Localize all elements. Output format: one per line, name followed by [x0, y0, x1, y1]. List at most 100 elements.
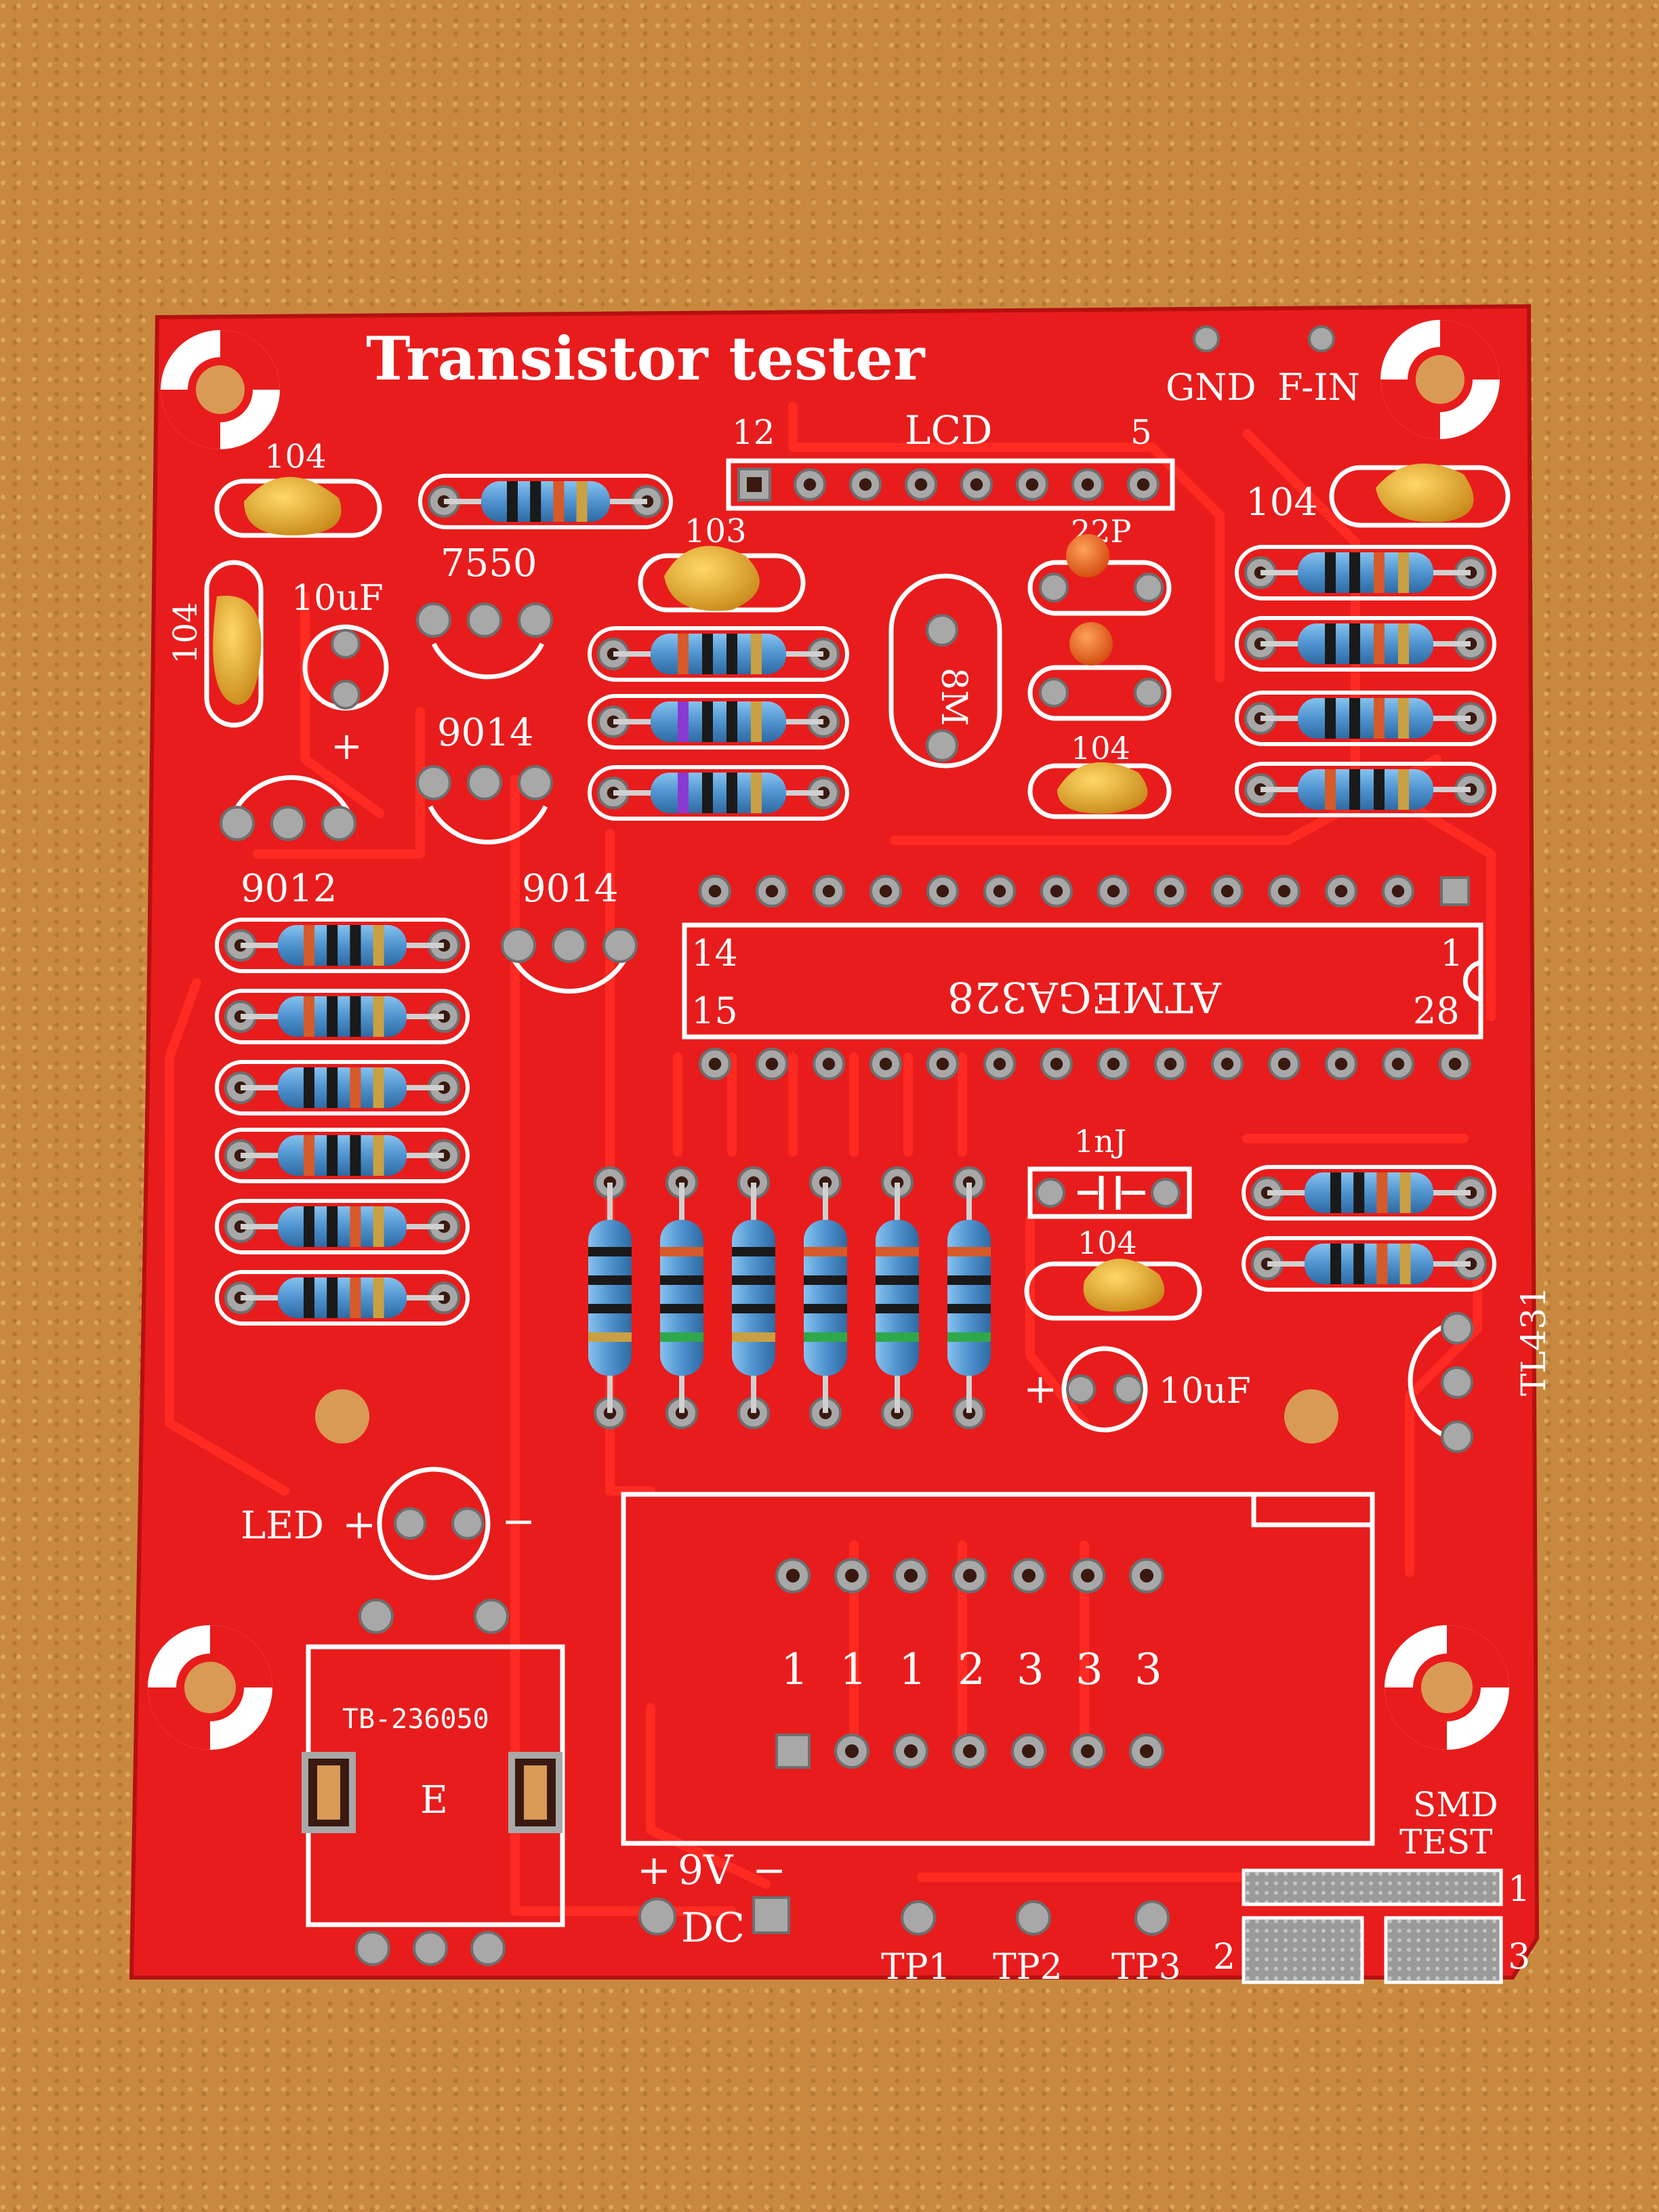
power-plus: +	[637, 1847, 671, 1894]
cap-104-top-right-label: 104	[1246, 480, 1318, 525]
gnd-pad	[1193, 325, 1220, 352]
mcu-pad-hole	[1391, 884, 1405, 898]
transistor-9014-b: 9014	[501, 867, 638, 994]
resistor-vertical	[947, 1166, 991, 1429]
tp1-label: TP1	[881, 1947, 951, 1988]
resistor	[215, 1270, 470, 1326]
resistor	[215, 1128, 470, 1183]
led: LED + −	[241, 1467, 535, 1580]
zif-pad-hole	[785, 1568, 800, 1583]
reg-7550-label: 7550	[441, 541, 537, 586]
transistor-9014-a-label: 9014	[437, 711, 534, 755]
led-label: LED	[241, 1504, 324, 1548]
mcu-pad-hole	[1164, 884, 1177, 898]
lcd-pad-hole	[1081, 478, 1094, 491]
resistor	[215, 1060, 470, 1115]
mounting-hole-bottom-left	[148, 1625, 272, 1750]
zif-pad-hole	[844, 1744, 859, 1759]
mounting-hole-bottom-right	[1385, 1625, 1509, 1750]
mcu-pad-hole	[879, 1057, 893, 1071]
zif-pad-hole	[903, 1568, 918, 1583]
led-minus: −	[501, 1498, 535, 1545]
smd-pad-3-label: 3	[1508, 1937, 1530, 1978]
mcu-pad-hole	[1164, 1057, 1177, 1071]
lcd-pad-hole	[1136, 478, 1150, 491]
tp3-label: TP3	[1111, 1947, 1181, 1988]
mcu-pad-hole	[1107, 1057, 1120, 1071]
mcu-pad-hole	[708, 884, 722, 898]
zif-pad-hole	[1080, 1744, 1095, 1759]
horizontal-resistors	[215, 474, 1496, 1326]
transistor-9014-b-label: 9014	[522, 867, 619, 911]
lcd-header: 12 LCD 5	[726, 407, 1175, 511]
zif-pad-hole	[1021, 1568, 1036, 1583]
mcu-pad-hole	[1221, 884, 1234, 898]
resistor-vertical	[660, 1166, 703, 1429]
resistor	[1235, 616, 1496, 672]
transistor-9014-a: 9014	[416, 711, 553, 845]
vertical-resistors	[588, 1166, 991, 1429]
mcu-pad-hole	[765, 1057, 779, 1071]
mcu-pad-hole	[765, 884, 779, 898]
power-9v-label: 9V	[678, 1847, 734, 1894]
mounting-hole-top-left	[161, 330, 280, 449]
smd-label-line2: TEST	[1399, 1822, 1492, 1862]
power-dc-label: DC	[681, 1904, 745, 1952]
switch-label: TB-236050	[342, 1704, 489, 1735]
mcu-pad-hole	[993, 884, 1006, 898]
reg-7550: 7550	[416, 541, 553, 680]
mcu-pad-hole	[936, 1057, 949, 1071]
hole-right-mid	[1284, 1389, 1338, 1443]
cap-104-center: 104	[1027, 730, 1172, 819]
resistor-vertical	[876, 1166, 919, 1429]
resistor	[1235, 545, 1496, 600]
zif-pin-label: 1	[840, 1645, 867, 1695]
mcu-pad-hole	[822, 1057, 836, 1071]
cap-103: 103	[638, 512, 806, 613]
mcu-pad-hole	[1107, 884, 1120, 898]
zif-pad-hole	[844, 1568, 859, 1583]
resistor	[1235, 691, 1496, 746]
mcu-pad-hole	[993, 1057, 1006, 1071]
lcd-pad-hole	[970, 478, 983, 491]
resistor	[1235, 762, 1496, 817]
mcu-pad-hole	[708, 1057, 722, 1071]
lcd-pad-hole	[803, 478, 817, 491]
cap-10uf-top-plus: +	[331, 724, 363, 769]
cap-10uf-lower-label: 10uF	[1159, 1371, 1251, 1412]
pcb-board	[129, 304, 1540, 1980]
switch-tb-236050: TB-236050 E	[302, 1599, 565, 1966]
mcu-pad-hole	[822, 884, 836, 898]
mcu-pin-15-label: 15	[691, 989, 738, 1032]
cap-104-left-vertical: 104	[167, 560, 264, 728]
zif-pin-label: 3	[1017, 1645, 1044, 1695]
zif-pin-label: 3	[1076, 1645, 1103, 1695]
cap-104-left-vertical-label: 104	[167, 602, 205, 664]
resistor	[215, 918, 470, 973]
mcu-pad-hole	[1334, 884, 1348, 898]
cap-10uf-top-label: 10uF	[291, 578, 384, 619]
mcu-pad-hole	[1050, 1057, 1063, 1071]
cap-104-lower-label: 104	[1078, 1225, 1137, 1261]
cap-104-center-label: 104	[1071, 730, 1130, 766]
led-plus: +	[342, 1501, 376, 1549]
mcu-pin-1-label: 1	[1440, 932, 1463, 975]
crystal-8m: 8M	[888, 573, 1002, 769]
mcu-pin-14-label: 14	[691, 932, 738, 975]
tl431: TL431	[1408, 1286, 1553, 1453]
zif-pad-hole	[962, 1568, 977, 1583]
cap-1nj: 1nJ	[1027, 1123, 1192, 1219]
smd-test-area: SMD TEST 1 2 3	[1213, 1785, 1530, 1984]
transistor-9012: 9012	[220, 775, 356, 911]
zif-pin-label: 3	[1134, 1645, 1162, 1695]
lcd-pin-right-label: 5	[1130, 413, 1152, 452]
cap-10uf-lower: + 10uF	[1023, 1346, 1251, 1433]
zif-pin-label: 2	[958, 1645, 985, 1695]
lcd-pin-left-label: 12	[732, 413, 775, 452]
mounting-hole-top-right	[1380, 320, 1500, 439]
f-in-pad	[1308, 325, 1335, 352]
resistor	[215, 1199, 470, 1254]
resistor	[1242, 1165, 1496, 1221]
zif-pin-1-pad	[775, 1734, 811, 1769]
cap-103-label: 103	[684, 512, 747, 550]
